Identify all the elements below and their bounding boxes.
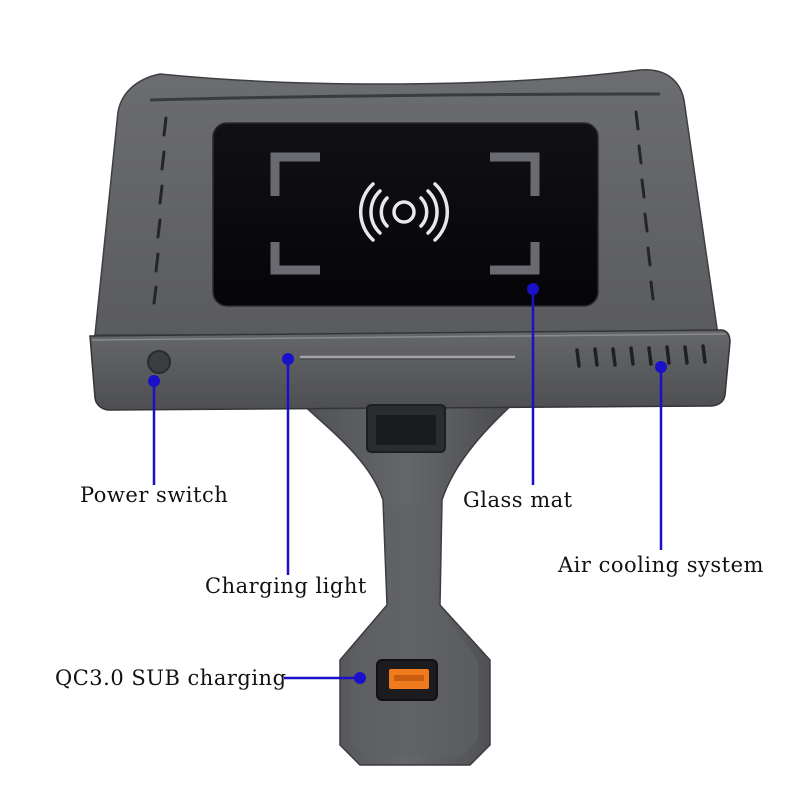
- callout-dot-qc: [354, 672, 366, 684]
- label-power-switch: Power switch: [80, 483, 229, 507]
- tray-lip: [149, 92, 661, 102]
- power-switch-button: [147, 350, 171, 374]
- label-air-cooling: Air cooling system: [558, 553, 764, 577]
- air-cooling-vents: [575, 344, 707, 368]
- mat-corner-marks: [270, 152, 540, 275]
- label-charging-light: Charging light: [205, 574, 367, 598]
- callout-dots: [148, 283, 667, 684]
- label-qc-charging: QC3.0 SUB charging: [55, 666, 287, 690]
- callouts: [152, 290, 663, 680]
- front-panel-edge: [91, 333, 727, 341]
- front-panel: [89, 329, 731, 411]
- callout-dot-power: [148, 375, 160, 387]
- wireless-charging-icon: [359, 182, 449, 242]
- callout-dot-air: [655, 361, 667, 373]
- callout-dot-glass: [527, 283, 539, 295]
- glass-mat: [212, 122, 599, 307]
- label-glass-mat: Glass mat: [463, 488, 573, 512]
- callout-dot-light: [282, 353, 294, 365]
- tray-grooves: [152, 110, 655, 305]
